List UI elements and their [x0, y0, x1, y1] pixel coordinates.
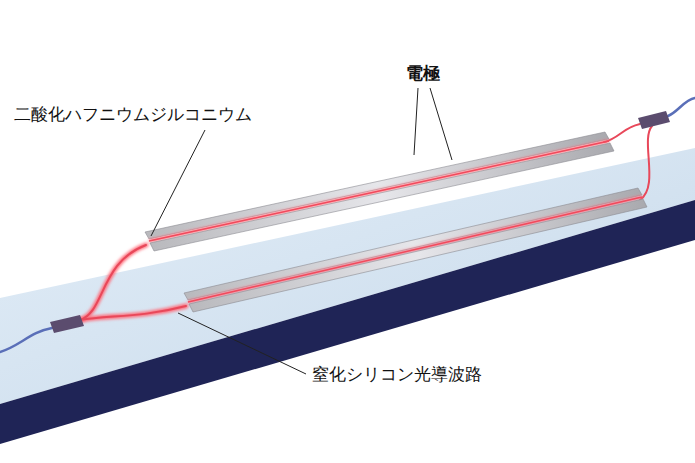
leader-lines [151, 88, 452, 374]
chip-top [0, 148, 695, 404]
waveguides [0, 98, 695, 352]
splitter [50, 315, 84, 333]
upper-electrodes [145, 132, 614, 251]
combiner [638, 111, 670, 129]
lower-electrodes [184, 188, 647, 312]
electrode-label: 電極 [406, 63, 440, 83]
chip-side [0, 200, 695, 444]
material-label: 二酸化ハフニウムジルコニウム [14, 104, 252, 124]
waveguide-label: 窒化シリコン光導波路 [312, 364, 482, 384]
